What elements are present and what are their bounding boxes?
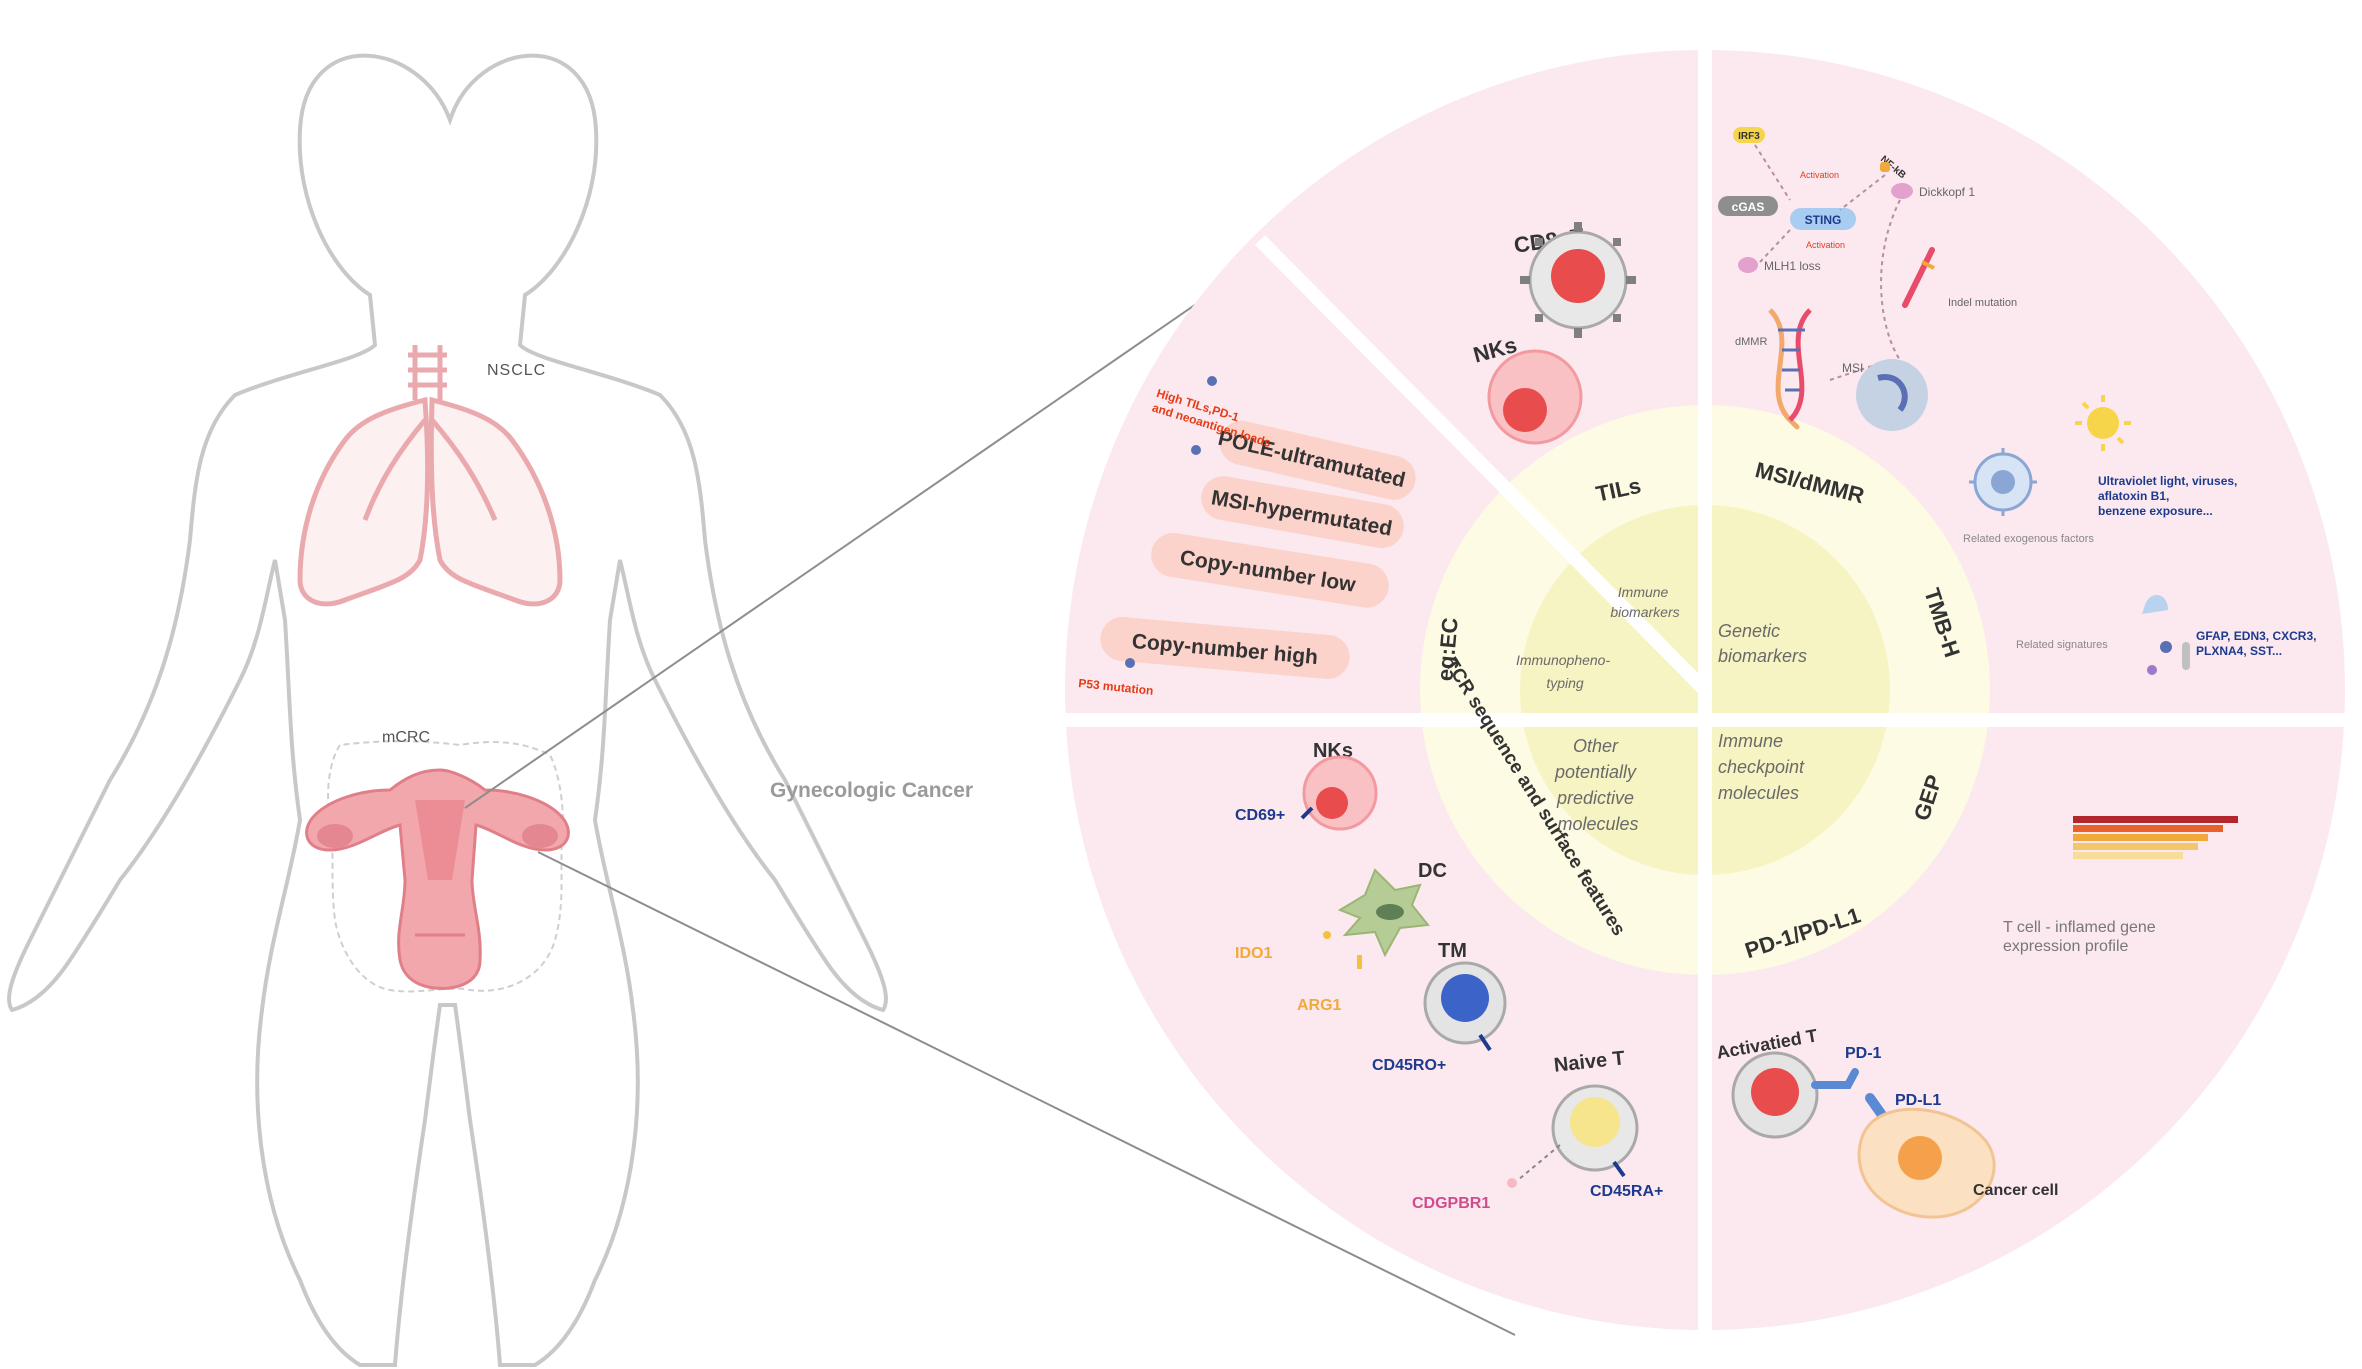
nk-cell-icon bbox=[1487, 349, 1583, 445]
svg-text:cGAS: cGAS bbox=[1732, 200, 1765, 214]
cd8t-cell-icon bbox=[1520, 222, 1636, 338]
tm-label: TM bbox=[1438, 940, 1467, 962]
immune-biomarkers-label: Immune biomarkers bbox=[1610, 584, 1679, 620]
signature-icons bbox=[2142, 594, 2190, 675]
tcell-inflamed-label: T cell - inflamed gene expression profil… bbox=[2003, 919, 2160, 955]
cancer-cell-icon bbox=[1857, 1107, 1996, 1219]
pdl1-ligand-icon bbox=[1865, 1093, 1887, 1120]
immunophenotyping-label: Immunopheno- typing bbox=[1516, 652, 1614, 691]
mcrc-label: mCRC bbox=[382, 729, 430, 746]
activation-bottom-label: Activation bbox=[1806, 240, 1845, 250]
activation-top-label: Activation bbox=[1800, 170, 1839, 180]
mlh1-loss-label: MLH1 loss bbox=[1764, 259, 1821, 273]
cd45ra-label: CD45RA+ bbox=[1590, 1183, 1663, 1200]
intestine-icon bbox=[327, 740, 564, 993]
activated-t-cell-icon bbox=[1731, 1051, 1819, 1139]
msi-hyper-bullet bbox=[1191, 445, 1201, 455]
nk-lower-cell-icon bbox=[1300, 755, 1378, 831]
other-molecules-label: Other potentially predictive molecules bbox=[1554, 736, 1641, 834]
dc-cell-icon bbox=[1323, 868, 1430, 969]
nsclc-label: NSCLC bbox=[487, 362, 546, 379]
pd1-receptor-icon bbox=[1811, 1068, 1859, 1089]
genetic-biomarkers-label: Genetic biomarkers bbox=[1718, 621, 1807, 666]
egec-label: eg:EC bbox=[1432, 616, 1462, 682]
mlh1-icon bbox=[1738, 257, 1758, 273]
center-labels: Immune biomarkers Immunopheno- typing Ge… bbox=[1516, 584, 1809, 834]
lungs-icon bbox=[297, 345, 563, 607]
gep-bars-icon bbox=[2073, 816, 2238, 859]
diagram-circle bbox=[1065, 50, 2345, 1330]
tm-cell-icon bbox=[1423, 961, 1507, 1052]
pdl1-label: PD-L1 bbox=[1895, 1092, 1941, 1109]
body-outline bbox=[7, 53, 888, 1367]
genes-label: GFAP, EDN3, CXCR3, PLXNA4, SST... bbox=[2196, 629, 2320, 658]
ido1-label: IDO1 bbox=[1235, 945, 1272, 962]
virus-icon bbox=[1969, 448, 2037, 516]
dc-label: DC bbox=[1418, 860, 1447, 882]
immune-checkpoint-label: Immune checkpoint molecules bbox=[1718, 731, 1809, 803]
arg1-label: ARG1 bbox=[1297, 997, 1342, 1014]
genetic-segment: IRF3 NF-kB Activation cGAS STING Activat… bbox=[1718, 127, 2320, 675]
indel-label: Indel mutation bbox=[1948, 297, 2017, 309]
checkpoint-segment: T cell - inflamed gene expression profil… bbox=[1715, 816, 2238, 1219]
cd45ro-label: CD45RO+ bbox=[1372, 1057, 1446, 1074]
pd1-label: PD-1 bbox=[1845, 1045, 1882, 1062]
msi-cell-icon bbox=[1856, 359, 1928, 431]
cn-high-pill: Copy-number high bbox=[1100, 617, 1350, 679]
tcr-segment: NKs CD69+ DC IDO1 ARG1 TM CD45RO+ Naive … bbox=[1235, 740, 1663, 1212]
cgas-badge: cGAS bbox=[1718, 196, 1778, 216]
cd69-label: CD69+ bbox=[1235, 807, 1285, 824]
naive-t-cell-icon bbox=[1507, 1084, 1639, 1188]
dickkopf-label: Dickkopf 1 bbox=[1919, 185, 1975, 199]
related-signatures-label: Related signatures bbox=[2016, 639, 2108, 651]
indel-mutation-icon bbox=[1902, 247, 1935, 308]
svg-text:IRF3: IRF3 bbox=[1738, 131, 1760, 142]
dna-icon bbox=[1768, 308, 1812, 430]
body-figure: NSCLC mCRC Gynecologic Cancer bbox=[7, 53, 973, 1367]
sun-icon bbox=[2075, 395, 2131, 451]
p53-bullet bbox=[1125, 658, 1135, 668]
exogenous-label: Related exogenous factors bbox=[1963, 533, 2094, 545]
msi-label: MSI bbox=[1842, 361, 1863, 375]
pole-bullet bbox=[1207, 376, 1217, 386]
cdgpbr1-label: CDGPBR1 bbox=[1412, 1195, 1490, 1212]
sting-badge: STING bbox=[1790, 208, 1856, 230]
dickkopf-icon bbox=[1891, 183, 1913, 199]
tils-segment: CD8+T NKs bbox=[1471, 222, 1636, 445]
uterus-icon bbox=[305, 768, 570, 990]
gynecologic-cancer-label: Gynecologic Cancer bbox=[770, 779, 973, 802]
uv-factors-label: Ultraviolet light, viruses, aflatoxin B1… bbox=[2098, 474, 2241, 518]
irf3-badge: IRF3 bbox=[1733, 127, 1765, 143]
dashed-pathway bbox=[1754, 144, 1901, 381]
cancer-cell-label: Cancer cell bbox=[1973, 1182, 2058, 1199]
dmmr-label: dMMR bbox=[1735, 336, 1767, 348]
svg-text:STING: STING bbox=[1805, 213, 1842, 227]
